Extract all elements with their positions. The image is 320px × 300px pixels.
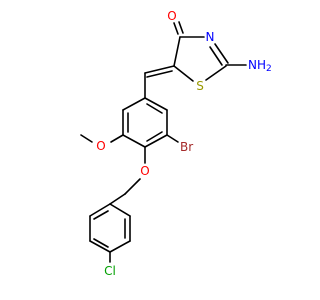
bond-ether-o-ch2 (124, 178, 141, 195)
chlorobenzene-ring (89, 203, 131, 263)
bond-c4-c5-inner (93, 238, 109, 248)
bond-s-c5 (173, 65, 194, 82)
bond-c6-c1-inner (93, 210, 109, 220)
bond-b3-b4 (144, 134, 168, 148)
amino-subscript: 2 (266, 64, 272, 74)
bromine-label: Br (180, 140, 193, 154)
amino-group-label: NH2 (248, 58, 272, 74)
bond-b4-b5 (122, 134, 146, 148)
bond-c4-o-double (178, 21, 184, 34)
bond-c4-c5 (89, 240, 111, 253)
carbonyl-oxygen-label: O (167, 9, 176, 23)
bond-b6-b1 (122, 97, 146, 111)
bond-c4-o (173, 22, 179, 35)
bond-n3-c2 (214, 43, 229, 64)
ring-nitrogen-label: N (206, 30, 215, 44)
bond-ring-methoxy-o (110, 134, 124, 143)
bond-c1-c2 (109, 203, 131, 217)
bond-b3-b4-inner (146, 131, 163, 142)
bond-c5-ch (144, 65, 175, 74)
bond-methoxy-o-ch3 (80, 134, 93, 143)
bond-ring-br (166, 134, 179, 143)
bond-c2-s (205, 65, 227, 81)
canvas-background (0, 0, 300, 300)
bond-c5-ch-double (146, 70, 173, 78)
bond-ch2-ring (109, 193, 126, 205)
bond-b1-b2 (144, 97, 168, 111)
thiazolone-ring (173, 21, 247, 82)
bond-c3-c4 (109, 240, 131, 253)
molecule-structure: O N NH2 S O Br O Cl (0, 0, 300, 300)
chlorine-label: Cl (104, 264, 116, 278)
methoxy-oxygen-label: O (96, 139, 105, 153)
bond-b1-b2-inner (146, 103, 163, 114)
central-benzene-ring (122, 97, 168, 148)
ring-sulfur-label: S (196, 79, 204, 93)
substituent-bonds (80, 134, 179, 205)
bond-c6-c1 (89, 203, 111, 217)
exocyclic-double-bond (144, 65, 175, 99)
ether-oxygen-label: O (140, 164, 149, 178)
atom-labels: O N NH2 S O Br O Cl (96, 9, 271, 278)
bond-n3-c2-double (209, 46, 223, 66)
bond-c4-c5 (173, 36, 181, 67)
